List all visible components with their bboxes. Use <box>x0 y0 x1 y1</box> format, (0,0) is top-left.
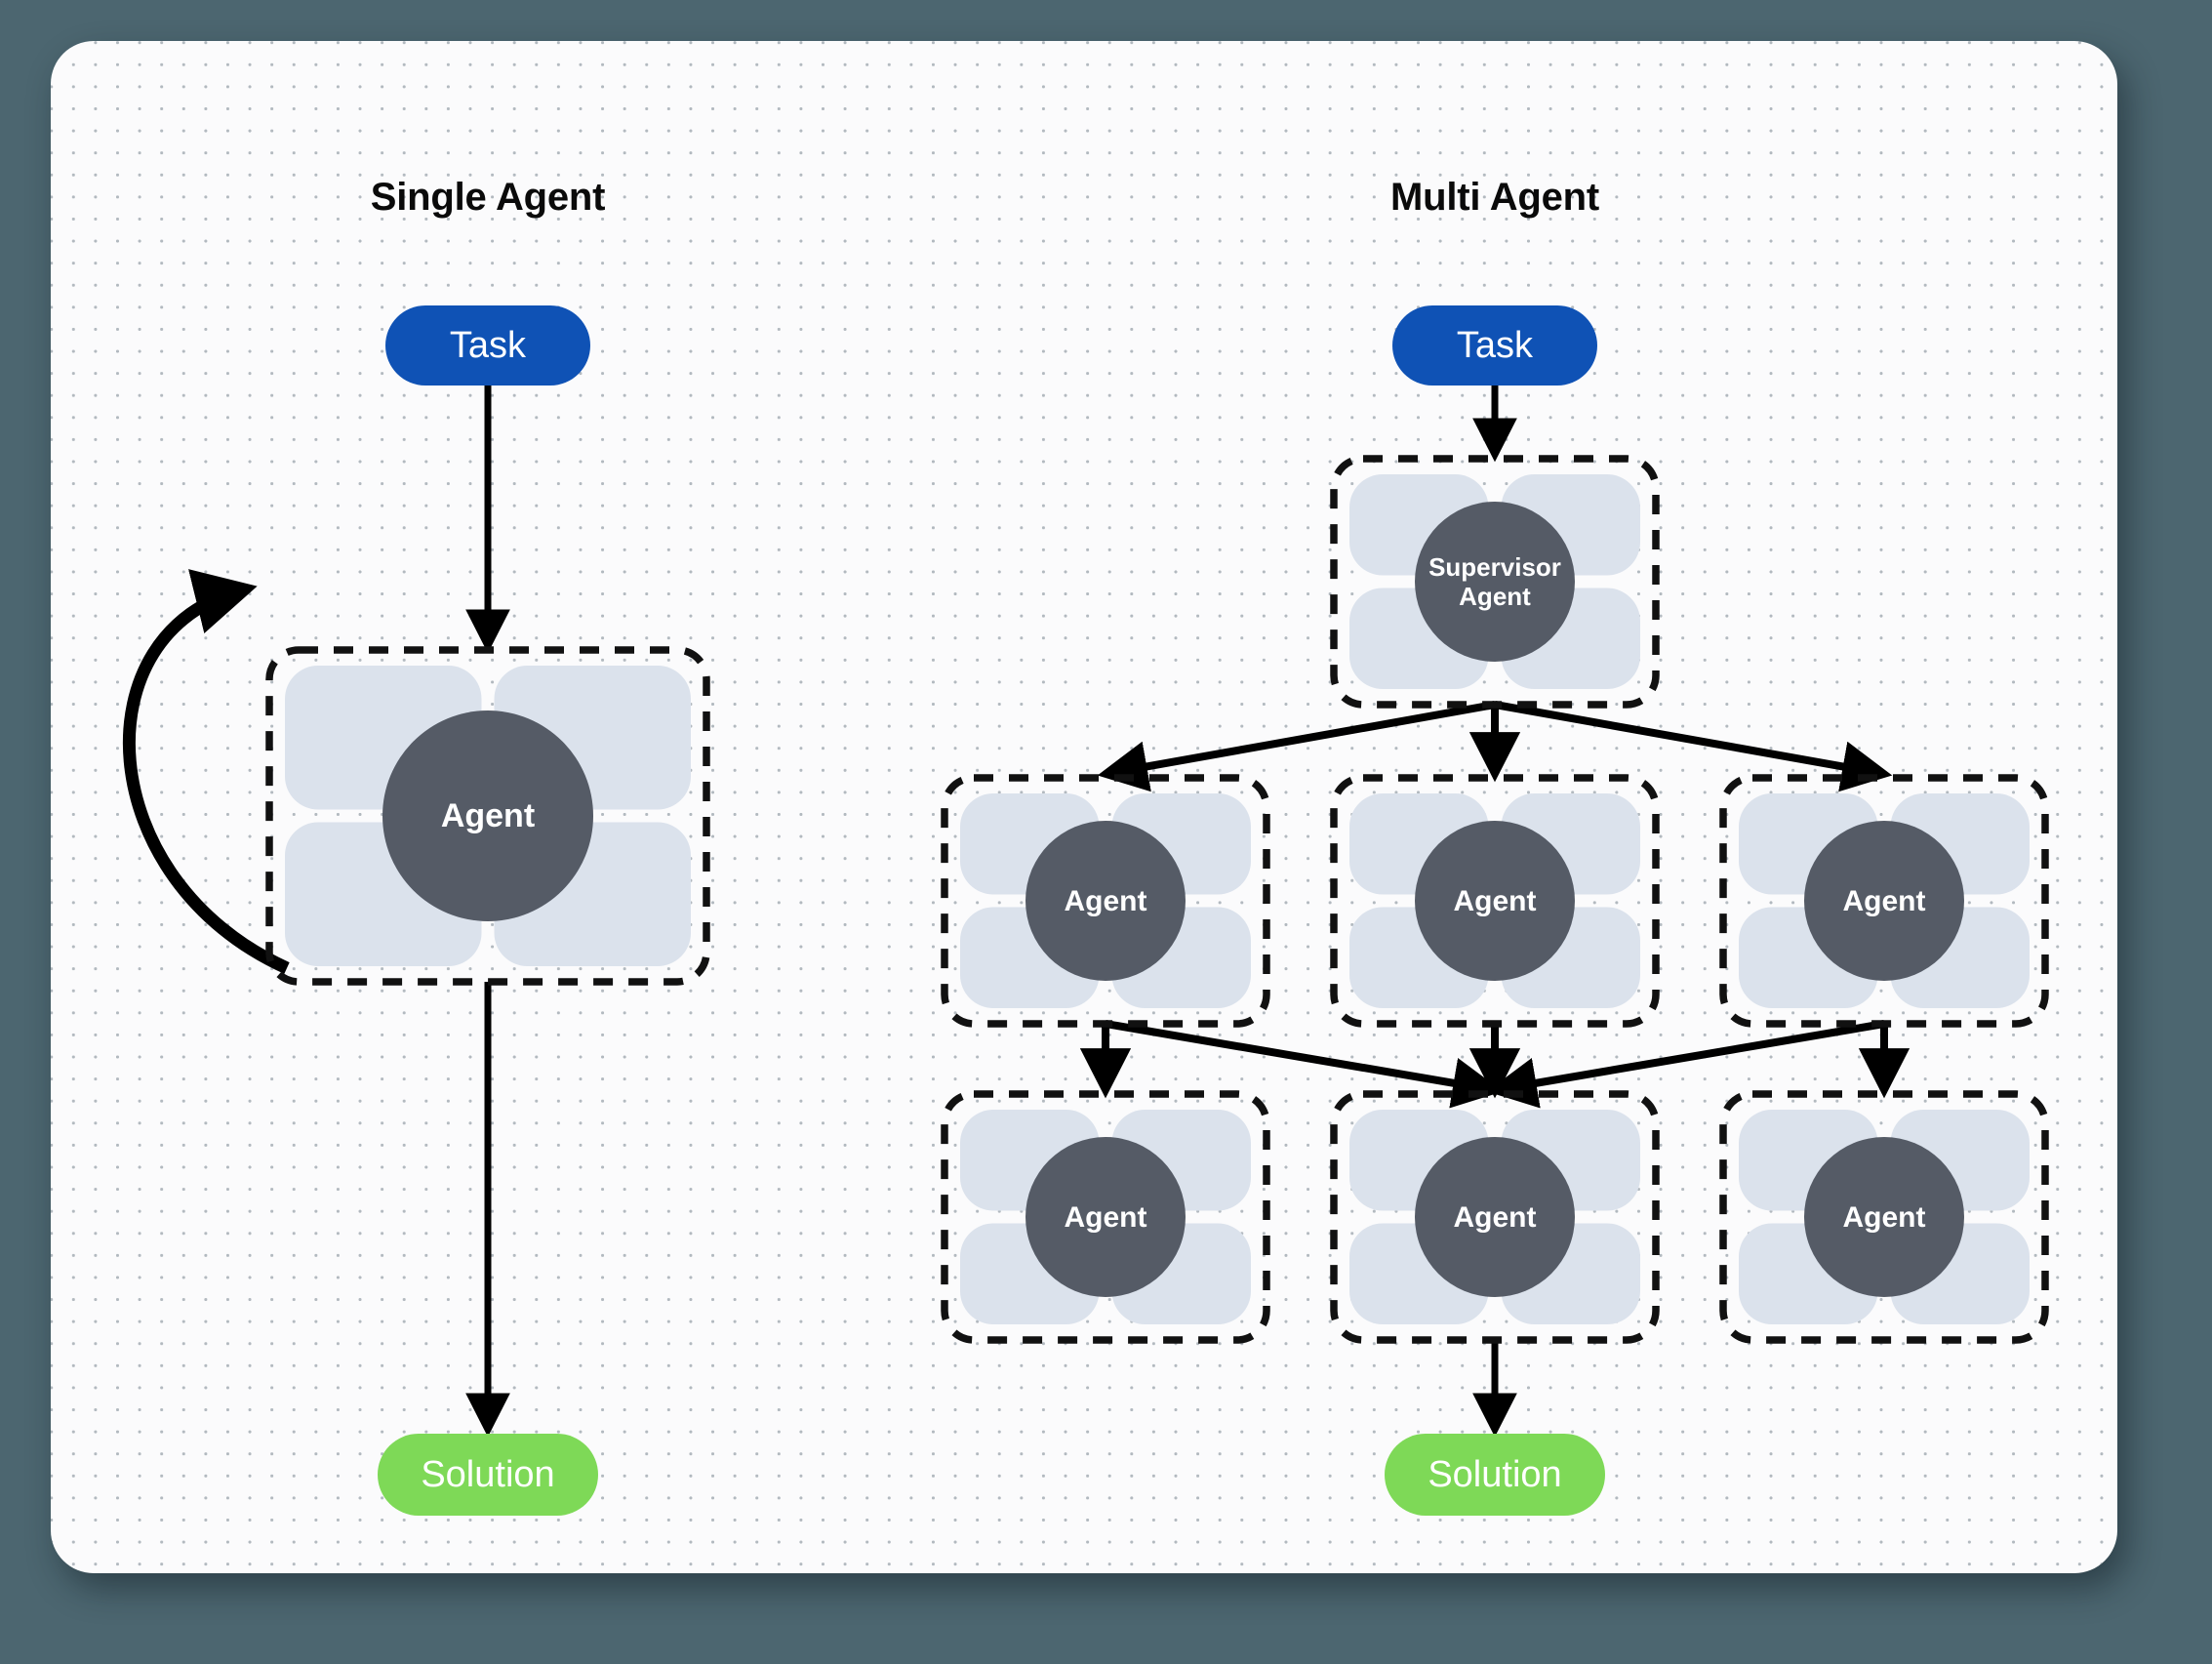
node-label: Solution <box>421 1454 554 1495</box>
node-label: Agent <box>1843 1201 1926 1234</box>
agent-circle <box>1415 1137 1575 1297</box>
node-agent-r1-center[interactable]: Agent <box>1330 774 1660 1028</box>
agent-circle <box>1804 1137 1964 1297</box>
edge-supervisor-to-r1-right <box>1494 701 1893 792</box>
agent-circle <box>1415 502 1575 662</box>
edge-r1-left-to-r2-center <box>1105 1020 1504 1109</box>
node-label: Agent <box>1065 885 1147 917</box>
node-single-task[interactable]: Task <box>385 305 590 386</box>
node-label: Task <box>1457 325 1534 366</box>
node-agent-r1-left[interactable]: Agent <box>941 774 1270 1028</box>
node-label: Agent <box>1065 1201 1147 1234</box>
column-title-multi-agent: Multi Agent <box>1389 176 1600 219</box>
node-label: Agent <box>1843 885 1926 917</box>
node-label: Agent <box>1454 885 1537 917</box>
node-label: Agent <box>441 797 535 834</box>
node-agent-r1-right[interactable]: Agent <box>1719 774 2049 1028</box>
node-single-agent[interactable]: Agent <box>265 646 710 986</box>
node-label: Solution <box>1428 1454 1561 1495</box>
node-label: Agent <box>1454 1201 1537 1234</box>
node-multi-task[interactable]: Task <box>1392 305 1597 386</box>
node-single-solution[interactable]: Solution <box>378 1434 598 1516</box>
edge-single-agent-self-loop <box>122 569 290 974</box>
node-agent-r2-right[interactable]: Agent <box>1719 1090 2049 1344</box>
node-agent-r2-center[interactable]: Agent <box>1330 1090 1660 1344</box>
agent-circle <box>382 710 593 921</box>
agent-circle <box>1415 821 1575 981</box>
node-multi-solution[interactable]: Solution <box>1385 1434 1605 1516</box>
node-agent-r2-left[interactable]: Agent <box>941 1090 1270 1344</box>
edge-layer <box>122 386 1910 1438</box>
agent-circle <box>1804 821 1964 981</box>
node-label: Task <box>450 325 527 366</box>
column-title-single-agent: Single Agent <box>370 176 606 219</box>
agent-circle <box>1026 821 1186 981</box>
edge-supervisor-to-r1-left <box>1097 701 1496 792</box>
agent-circle <box>1026 1137 1186 1297</box>
edge-r1-right-to-r2-center <box>1486 1020 1885 1109</box>
